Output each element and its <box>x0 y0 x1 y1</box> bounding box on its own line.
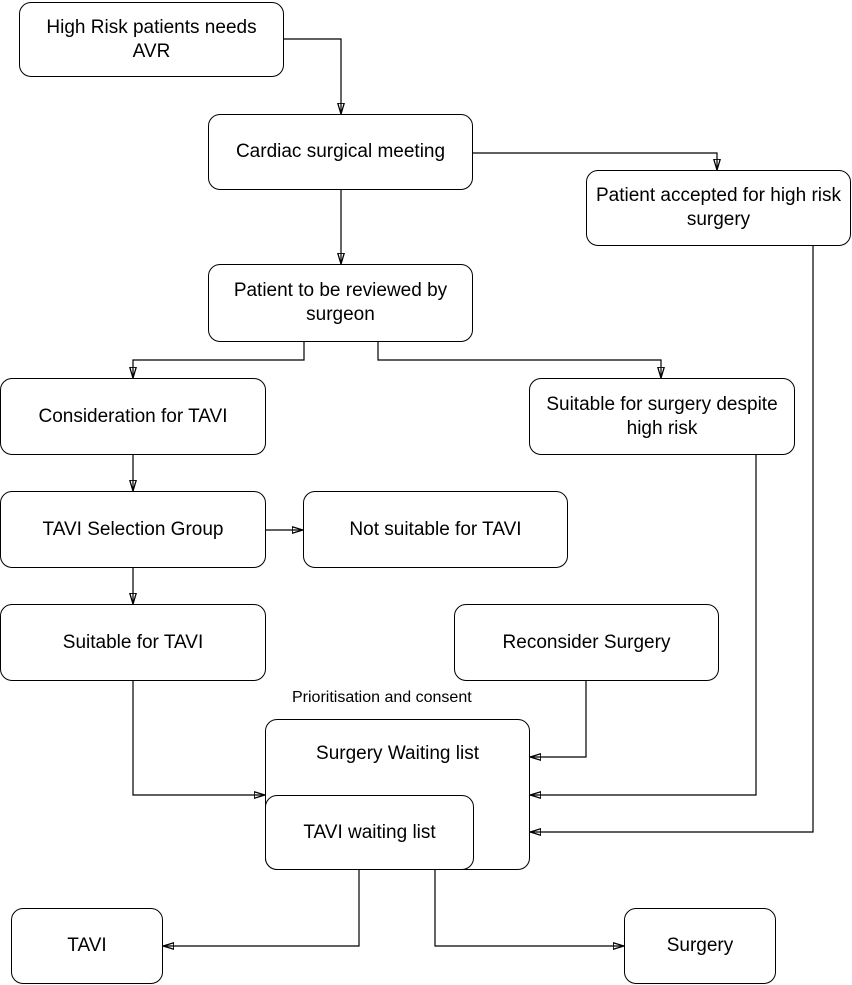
node-tavi-selection-group: TAVI Selection Group <box>0 491 266 568</box>
arrow-highrisk-to-meeting <box>284 38 341 114</box>
arrow-reconsider-to-surgery-waiting <box>530 681 587 757</box>
arrow-waiting-to-surgery <box>434 870 624 946</box>
node-suitable-for-surgery: Suitable for surgery despite high risk <box>529 378 795 455</box>
prioritisation-caption: Prioritisation and consent <box>292 689 472 706</box>
node-consideration-for-tavi: Consideration for TAVI <box>0 378 266 455</box>
arrow-reviewed-to-suitable-surgery <box>377 342 661 378</box>
node-not-suitable-for-tavi: Not suitable for TAVI <box>303 491 568 568</box>
arrow-reviewed-to-consideration <box>133 342 305 378</box>
node-reviewed-by-surgeon: Patient to be reviewed by surgeon <box>208 264 473 342</box>
node-accepted-high-risk-surgery: Patient accepted for high risk surgery <box>586 170 851 246</box>
node-tavi-waiting-list: TAVI waiting list <box>265 795 474 870</box>
node-cardiac-surgical-meeting: Cardiac surgical meeting <box>208 114 473 190</box>
arrow-waiting-to-tavi <box>163 870 360 946</box>
arrow-suitable-tavi-to-waiting <box>132 681 265 795</box>
node-high-risk-patients: High Risk patients needs AVR <box>19 2 284 77</box>
node-reconsider-surgery: Reconsider Surgery <box>454 604 719 681</box>
arrow-meeting-to-accepted <box>473 152 717 170</box>
arrow-suitable-surgery-to-waiting <box>530 455 757 795</box>
node-suitable-for-tavi: Suitable for TAVI <box>0 604 266 681</box>
arrow-accepted-to-waiting <box>530 245 814 832</box>
node-surgery: Surgery <box>624 908 776 984</box>
node-tavi: TAVI <box>11 908 163 984</box>
